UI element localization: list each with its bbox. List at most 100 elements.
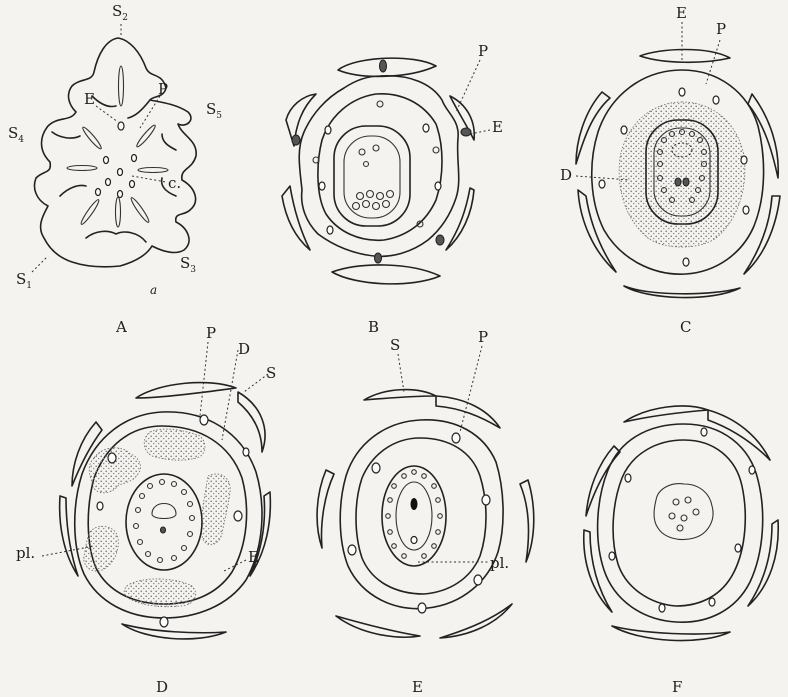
- figure-d-label-pl: pl.: [16, 544, 35, 562]
- figure-e-bundle: [474, 575, 482, 585]
- figure-c-bundle: [683, 178, 689, 186]
- figure-d-stippled-band: [124, 579, 195, 607]
- figure-e-bundle: [418, 603, 426, 613]
- figure-b-scale: [332, 265, 440, 284]
- figure-a-bundle: [118, 191, 123, 198]
- figure-e-scale: [520, 480, 534, 562]
- figure-a-label-a: a: [150, 283, 157, 297]
- figure-c-label-e: E: [676, 4, 687, 22]
- figure-c-bundle: [683, 258, 689, 266]
- figure-letter-d: D: [156, 678, 168, 696]
- figure-c-stippled-zone: [619, 102, 745, 247]
- figure-e-bundle: [482, 495, 490, 505]
- figure-f-inner-cells: [669, 497, 699, 531]
- figure-c-bundle: [675, 178, 681, 186]
- figure-a-label-e: E: [84, 90, 95, 108]
- figure-b-bundle: [436, 235, 444, 245]
- figure-d-bundle: [200, 415, 208, 425]
- figure-a-outline: [35, 38, 197, 267]
- figure-d-bundle: [161, 527, 166, 533]
- figure-e-bundle: [411, 537, 417, 544]
- figure-d-label-e: E: [248, 548, 259, 566]
- figure-d-bundle: [160, 617, 168, 627]
- figure-b-bundle: [423, 124, 429, 132]
- figure-a-slit: [119, 66, 124, 106]
- figure-b-label-p: P: [478, 42, 488, 60]
- figure-c-label-p: P: [716, 20, 726, 38]
- figure-e-scale: [364, 390, 436, 400]
- figure-a-slit: [138, 168, 168, 173]
- figure-letter-e: E: [412, 678, 423, 696]
- figure-d-stele: [126, 474, 202, 570]
- figure-a-label-s2: S2: [112, 2, 128, 23]
- figure-d-scale: [122, 624, 226, 639]
- figure-b-bundle: [325, 126, 331, 134]
- figure-d-label-s: S: [266, 364, 276, 382]
- figure-a-bundle: [106, 179, 111, 186]
- figure-f-bundle: [735, 544, 741, 552]
- figure-d-bundle: [243, 448, 249, 456]
- figure-e-scale: [436, 396, 500, 428]
- figure-b-scale: [338, 58, 436, 76]
- figure-a-label-s4: S4: [8, 124, 24, 145]
- figure-e: S P pl. E: [317, 328, 534, 696]
- figure-b-cortex: [318, 94, 442, 240]
- figure-letter-b: B: [368, 318, 379, 336]
- figure-a-bundle: [104, 157, 109, 164]
- figure-f-bundle: [609, 552, 615, 560]
- figure-b-stele: [334, 126, 410, 226]
- figure-d: P D S E pl. D: [16, 324, 276, 696]
- figure-b-cell: [377, 101, 383, 107]
- figure-d-bundle: [108, 453, 116, 463]
- figure-c: E P D C: [560, 4, 780, 336]
- figure-d-stippled-band: [201, 474, 230, 545]
- figure-e-label-pl: pl.: [490, 554, 509, 572]
- figure-f-scale: [612, 626, 730, 641]
- figure-letter-f: F: [672, 678, 682, 696]
- figure-c-bundle: [741, 156, 747, 164]
- figure-e-bundle: [348, 545, 356, 555]
- figure-a-slit: [81, 126, 103, 151]
- figure-f-body: [598, 424, 763, 622]
- figure-d-xylem-ring: [134, 480, 195, 563]
- figure-d-bundle: [234, 511, 242, 521]
- figure-f-scale: [708, 410, 770, 460]
- figure-a-slit: [135, 124, 157, 149]
- figure-b-stele-cells: [353, 145, 394, 210]
- figure-f-bundle: [701, 428, 707, 436]
- figure-b-body: [299, 76, 459, 257]
- figure-c-bundle: [713, 96, 719, 104]
- figure-a-lobe: [86, 231, 146, 242]
- figure-a-label-p: P: [158, 80, 168, 98]
- figure-c-bundle: [599, 180, 605, 188]
- figure-e-cortex: [356, 438, 486, 594]
- figure-letter-c: C: [680, 318, 691, 336]
- figure-b-bundle: [461, 128, 471, 136]
- figure-a-lobe: [162, 134, 176, 150]
- figure-a-slit: [67, 166, 97, 171]
- figure-e-scale: [440, 604, 512, 638]
- figure-a-lobe: [128, 100, 150, 118]
- figure-f-scale: [748, 520, 778, 606]
- figure-b-scale: [446, 188, 474, 250]
- figure-a-slit: [79, 198, 100, 225]
- figure-a-label-s5: S5: [206, 100, 222, 121]
- figure-a-lobe: [60, 185, 86, 196]
- figure-f-bundle: [659, 604, 665, 612]
- figure-a: S2 E P S5 S4 c. S1 S3 a A: [8, 2, 222, 336]
- figure-c-bundle: [743, 206, 749, 214]
- figure-f: F: [584, 406, 779, 696]
- figure-d-scale: [136, 383, 236, 398]
- figure-d-scale: [238, 392, 265, 452]
- figure-d-pith: [152, 504, 176, 519]
- figure-a-bundle: [118, 169, 123, 176]
- figure-e-label-p: P: [478, 328, 488, 346]
- figure-a-lobe: [92, 96, 116, 107]
- figure-a-label-s3: S3: [180, 254, 196, 275]
- figure-letter-a: A: [115, 318, 127, 336]
- figure-e-stele: [382, 466, 446, 566]
- figure-c-scale: [624, 286, 740, 298]
- figure-b-bundle: [380, 60, 387, 72]
- figure-a-label-c: c.: [168, 174, 181, 192]
